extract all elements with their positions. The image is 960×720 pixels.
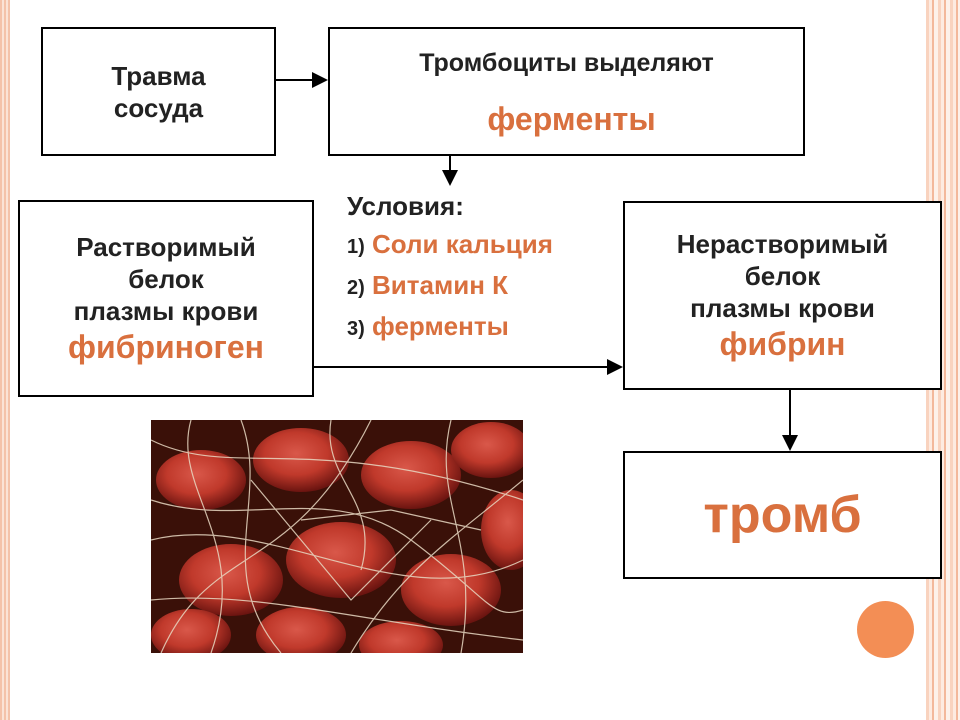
fibrinogen-label: фибриноген (68, 328, 264, 365)
condition-text: Соли кальция (372, 229, 553, 259)
insoluble-line3: плазмы крови (690, 292, 875, 323)
insoluble-line2: белок (744, 260, 821, 291)
condition-item: 3) ферменты (347, 307, 553, 348)
condition-number: 1) (347, 236, 365, 258)
condition-item: 1) Соли кальция (347, 225, 553, 266)
fibrin-label: фибрин (719, 325, 846, 362)
vessel-injury-line1: Травма (111, 60, 206, 91)
soluble-line3: плазмы крови (73, 295, 259, 326)
insoluble-line1: Нерастворимый (676, 228, 889, 259)
soluble-line2: белок (128, 263, 204, 294)
thrombus-box: тромб (623, 451, 942, 579)
conditions-list: Условия: 1) Соли кальция 2) Витамин К 3)… (347, 187, 553, 348)
conditions-title: Условия: (347, 191, 464, 221)
soluble-line1: Растворимый (76, 231, 256, 262)
thrombus-label: тромб (703, 486, 862, 544)
condition-item: 2) Витамин К (347, 266, 553, 307)
platelets-box: Тромбоциты выделяют ферменты (328, 27, 805, 156)
platelets-text: Тромбоциты выделяют (419, 49, 714, 77)
enzymes-label: ферменты (487, 101, 656, 137)
condition-number: 3) (347, 318, 365, 340)
condition-text: Витамин К (372, 270, 508, 300)
vessel-injury-box: Травма сосуда (41, 27, 276, 156)
vessel-injury-line2: сосуда (113, 92, 204, 123)
insoluble-protein-box: Нерастворимый белок плазмы крови фибрин (623, 201, 942, 390)
blood-clot-micrograph (151, 420, 523, 653)
condition-text: ферменты (372, 311, 509, 341)
decorative-stripe-left (0, 0, 10, 720)
decorative-orange-circle (857, 601, 914, 658)
soluble-protein-box: Растворимый белок плазмы крови фибриноге… (18, 200, 314, 397)
condition-number: 2) (347, 277, 365, 299)
